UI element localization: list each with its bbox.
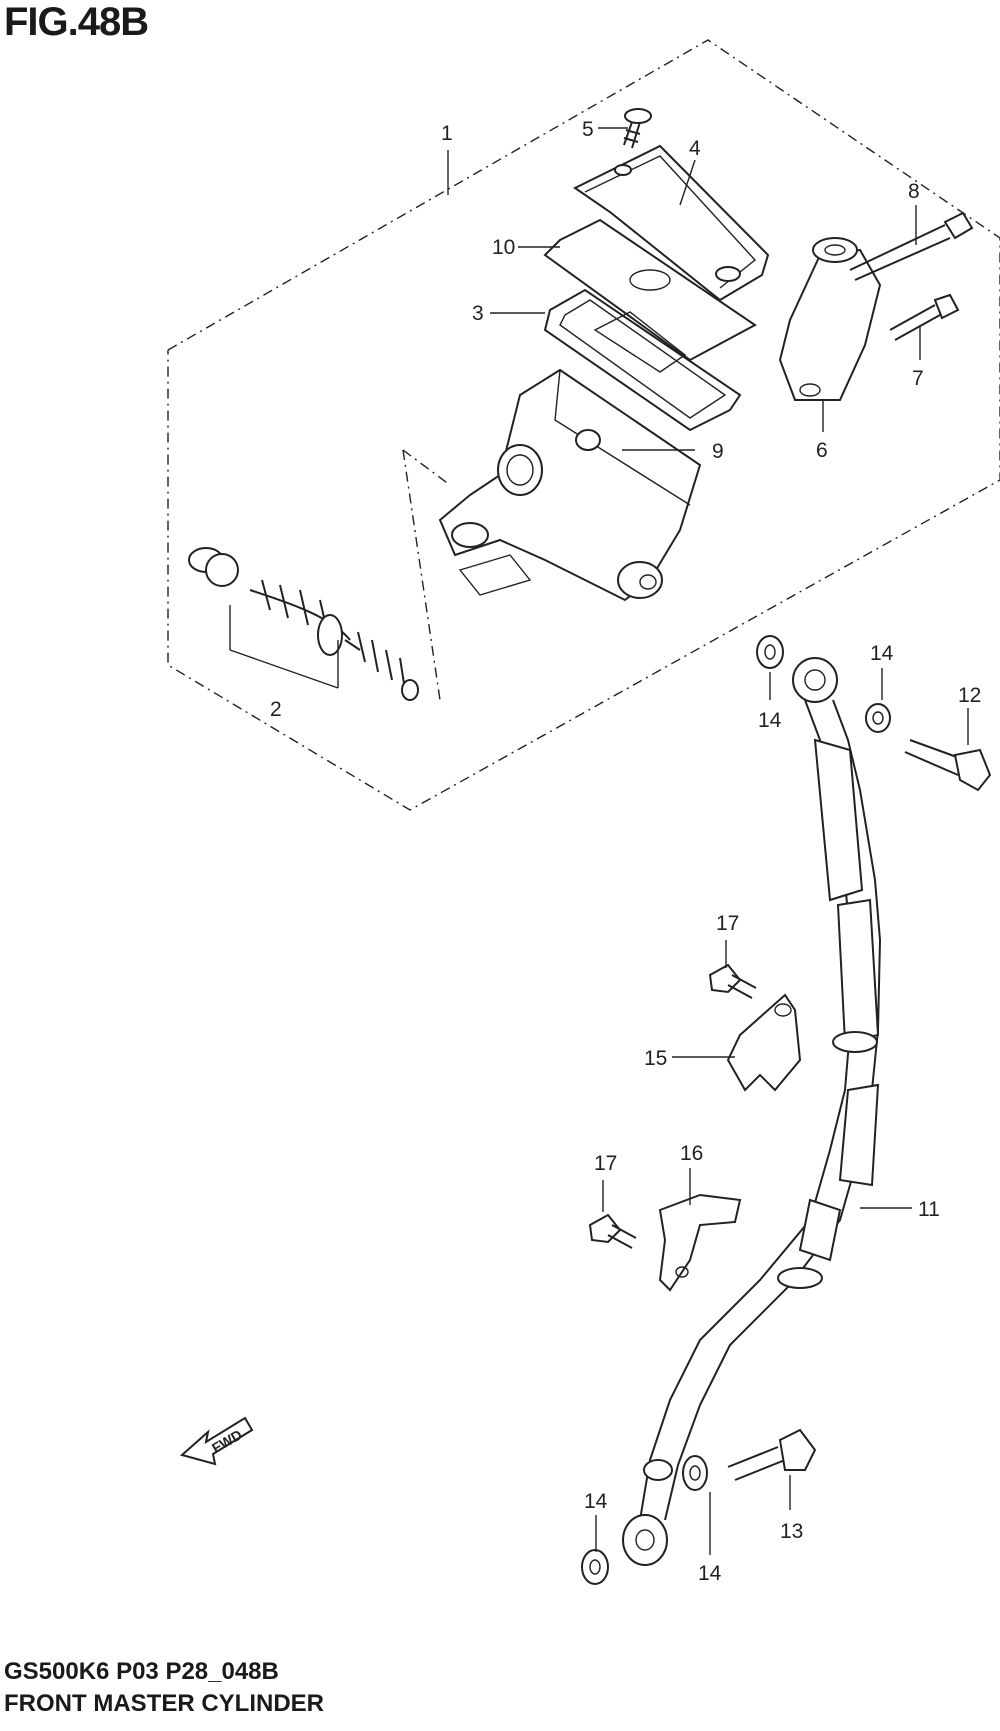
assembly-boundary xyxy=(167,39,1000,811)
callout-14-c: 14 xyxy=(584,1490,608,1513)
piston-set xyxy=(188,547,419,701)
hose-clamp-lower xyxy=(658,1193,742,1292)
fwd-arrow-icon: FWD xyxy=(179,1416,254,1466)
callout-9: 9 xyxy=(712,440,724,463)
callout-11: 11 xyxy=(918,1198,940,1221)
leader-lines xyxy=(229,127,969,1555)
figure-name: FRONT MASTER CYLINDER xyxy=(4,1690,324,1717)
holder-bolt-long xyxy=(849,211,974,281)
callout-5: 5 xyxy=(582,118,594,141)
diaphragm xyxy=(543,288,742,432)
union-bolt-upper xyxy=(904,739,992,792)
callouts: 1 2 3 4 5 6 7 8 9 10 11 12 13 14 14 14 1… xyxy=(270,118,981,1585)
callout-4: 4 xyxy=(689,137,701,160)
callout-17-b: 17 xyxy=(594,1152,617,1175)
callout-17-a: 17 xyxy=(716,912,739,935)
hose-clamp-upper xyxy=(726,993,802,1092)
holder-bolt-short xyxy=(889,293,960,341)
callout-14-d: 14 xyxy=(698,1562,722,1585)
callout-3: 3 xyxy=(472,302,484,325)
model-code: GS500K6 P03 P28_048B xyxy=(4,1658,279,1685)
cap-screw xyxy=(623,108,652,149)
brake-hose xyxy=(622,657,882,1566)
callout-16: 16 xyxy=(680,1142,703,1165)
callout-6: 6 xyxy=(816,439,828,462)
union-bolt-lower xyxy=(727,1428,817,1481)
callout-2: 2 xyxy=(270,698,282,721)
callout-14-a: 14 xyxy=(758,709,782,732)
callout-15: 15 xyxy=(644,1047,667,1070)
callout-7: 7 xyxy=(912,367,924,390)
clamp-bolts xyxy=(588,963,757,1249)
gasket-washers xyxy=(581,635,891,1585)
master-cylinder-body xyxy=(438,368,702,602)
callout-14-b: 14 xyxy=(870,642,894,665)
diaphragm-plate xyxy=(543,218,757,362)
callout-1: 1 xyxy=(441,122,453,145)
callout-10: 10 xyxy=(492,236,515,259)
callout-8: 8 xyxy=(908,180,920,203)
figure-title: FIG.48B xyxy=(4,0,149,44)
callout-13: 13 xyxy=(780,1520,803,1543)
handlebar-holder xyxy=(778,237,882,401)
reservoir-cap xyxy=(573,144,770,302)
callout-12: 12 xyxy=(958,684,981,707)
